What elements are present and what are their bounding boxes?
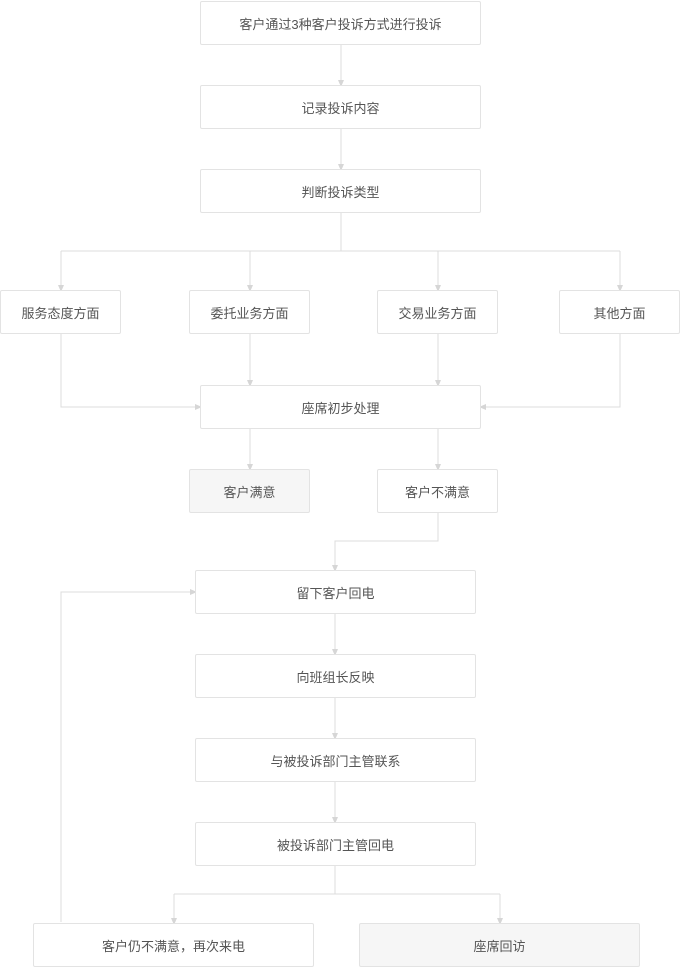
node-complaint-channels: 客户通过3种客户投诉方式进行投诉 [200, 1, 481, 45]
node-leave-callback: 留下客户回电 [195, 570, 476, 614]
arrow-loop-back-to-callback [60, 589, 197, 922]
node-record-content: 记录投诉内容 [200, 85, 481, 129]
node-judge-type: 判断投诉类型 [200, 169, 481, 213]
arrow-unsatisfied-to-callback [332, 513, 439, 572]
node-entrusted-business: 委托业务方面 [189, 290, 310, 334]
arrow-other-to-handling [479, 334, 621, 410]
node-initial-handling: 座席初步处理 [200, 385, 481, 429]
node-report-team-leader: 向班组长反映 [195, 654, 476, 698]
node-trading-business: 交易业务方面 [377, 290, 498, 334]
node-supervisor-callback: 被投诉部门主管回电 [195, 822, 476, 866]
node-agent-return-visit: 座席回访 [359, 923, 640, 967]
node-customer-satisfied: 客户满意 [189, 469, 310, 513]
arrow-service-to-handling [60, 334, 202, 410]
node-other-aspects: 其他方面 [559, 290, 680, 334]
node-customer-unsatisfied: 客户不满意 [377, 469, 498, 513]
node-service-attitude: 服务态度方面 [0, 290, 121, 334]
node-contact-supervisor: 与被投诉部门主管联系 [195, 738, 476, 782]
node-still-unsatisfied: 客户仍不满意，再次来电 [33, 923, 314, 967]
